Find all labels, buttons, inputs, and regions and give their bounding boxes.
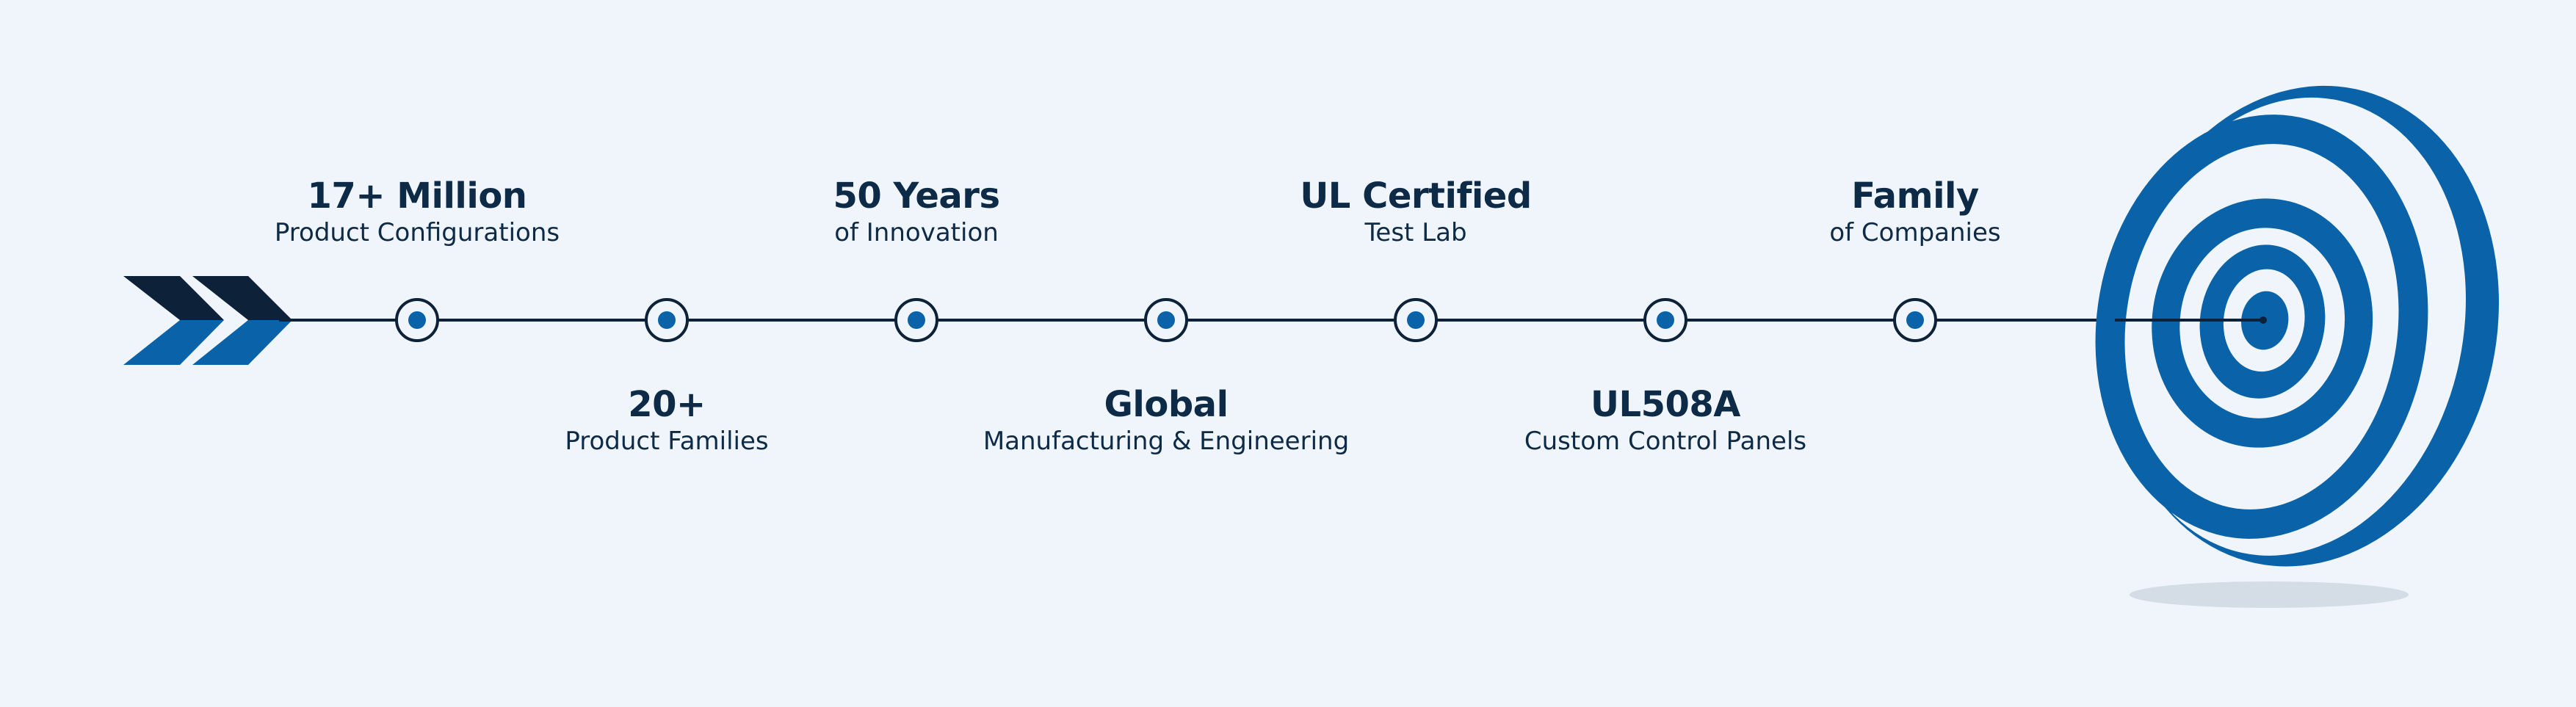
timeline-node-icon bbox=[645, 298, 689, 342]
timeline-node-icon bbox=[1394, 298, 1438, 342]
timeline-node-dot bbox=[1157, 311, 1175, 329]
timeline-node-dot bbox=[658, 311, 676, 329]
timeline-node-dot bbox=[408, 311, 426, 329]
timeline-node-dot bbox=[1657, 311, 1674, 329]
milestone-title: 50 Years bbox=[833, 175, 1000, 217]
timeline-node-icon bbox=[1643, 298, 1687, 342]
timeline-node-dot bbox=[908, 311, 925, 329]
milestone-subtitle: of Companies bbox=[1829, 218, 2001, 247]
milestone-subtitle: Product Configurations bbox=[274, 218, 560, 247]
milestone-label: 20+Product Families bbox=[410, 383, 924, 457]
milestone-title: Family bbox=[1851, 175, 1979, 217]
milestone-title: UL Certified bbox=[1300, 175, 1532, 217]
timeline-node-icon bbox=[1144, 298, 1188, 342]
milestone-title: Global bbox=[1104, 384, 1229, 425]
milestone-title: 17+ Million bbox=[307, 175, 527, 217]
milestone-title: 20+ bbox=[628, 384, 706, 425]
double-chevron-arrow-icon bbox=[123, 276, 292, 365]
milestone-subtitle: Manufacturing & Engineering bbox=[983, 427, 1350, 456]
timeline-node-icon bbox=[1893, 298, 1937, 342]
milestone-title: UL508A bbox=[1591, 384, 1740, 425]
milestone-subtitle: of Innovation bbox=[834, 218, 999, 247]
timeline-node-dot bbox=[1906, 311, 1924, 329]
timeline-line bbox=[279, 319, 2262, 322]
milestone-subtitle: Test Lab bbox=[1364, 218, 1467, 247]
timeline-node-dot bbox=[1407, 311, 1425, 329]
timeline-node-icon bbox=[894, 298, 938, 342]
milestone-subtitle: Custom Control Panels bbox=[1524, 427, 1807, 456]
milestone-subtitle: Product Families bbox=[565, 427, 769, 456]
timeline-node-icon bbox=[395, 298, 439, 342]
